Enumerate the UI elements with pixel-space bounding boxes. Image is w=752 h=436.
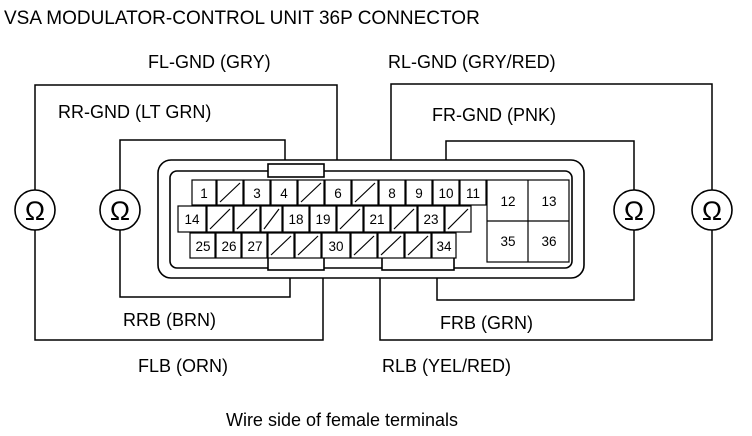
fl-gnd-wire <box>34 84 338 190</box>
pin-cell <box>459 179 487 206</box>
empty-pin-slash <box>300 182 322 203</box>
pin-labels: 1 3 4 6 8 9 10 11 14 18 19 21 23 25 26 2… <box>184 186 556 254</box>
wire-labels: FL-GND (GRY) RL-GND (GRY/RED) RR-GND (LT… <box>58 52 556 376</box>
pin-grid <box>177 179 570 263</box>
connector-top-tab <box>267 163 325 178</box>
empty-pin-slash <box>339 208 361 230</box>
pin-14-label: 14 <box>184 212 200 227</box>
ohm-icon: Ω <box>702 196 722 226</box>
empty-pin-slash <box>263 208 280 230</box>
pin-36-label: 36 <box>541 234 556 249</box>
empty-pin-slash <box>219 182 241 203</box>
fl-gnd-label: FL-GND (GRY) <box>148 52 271 72</box>
pin-21-label: 21 <box>369 212 384 227</box>
pin-6-label: 6 <box>334 186 342 201</box>
rl-gnd-label: RL-GND (GRY/RED) <box>388 52 556 72</box>
pin-cell <box>405 179 433 206</box>
fr-b-label: FRB (GRN) <box>440 313 533 333</box>
pin-19-label: 19 <box>315 212 330 227</box>
pin-cell <box>282 205 310 233</box>
rr-b-label: RRB (BRN) <box>123 310 216 330</box>
pin-30-label: 30 <box>328 239 343 254</box>
pin-cell <box>309 205 337 233</box>
pin-cell <box>417 205 445 233</box>
empty-pin-slash <box>393 208 415 230</box>
empty-pin-slash <box>447 208 469 230</box>
fl-b-wire <box>34 230 324 341</box>
rl-gnd-wire <box>390 83 713 190</box>
fr-gnd-label: FR-GND (PNK) <box>432 105 556 125</box>
pin-cell <box>189 232 216 259</box>
empty-pin-slash <box>380 235 402 256</box>
ohmmeter-left-inner <box>99 189 141 231</box>
pin-4-label: 4 <box>280 186 288 201</box>
pin-9-label: 9 <box>415 186 423 201</box>
pin-35-label: 35 <box>500 234 515 249</box>
empty-pin-slash <box>270 235 292 256</box>
pin-cell <box>215 232 242 259</box>
rl-b-label: RLB (YEL/RED) <box>382 356 511 376</box>
pin-cell <box>378 179 406 206</box>
pin-8-label: 8 <box>388 186 396 201</box>
ohm-icon: Ω <box>25 196 45 226</box>
pin-cell <box>431 232 457 259</box>
empty-pin-slash <box>297 235 319 256</box>
pin-cell <box>363 205 391 233</box>
ohm-icon: Ω <box>110 196 130 226</box>
pin-cell <box>243 179 271 206</box>
empty-pin-slash <box>236 208 258 230</box>
pin-18-label: 18 <box>288 212 303 227</box>
rl-b-wire <box>379 228 713 341</box>
ohmmeter-left-outer <box>14 189 56 231</box>
pin-11-label: 11 <box>466 186 480 201</box>
pin-25-label: 25 <box>195 239 210 254</box>
empty-pin-slash <box>354 182 376 203</box>
ohmmeters: Ω Ω Ω Ω <box>14 189 733 231</box>
pin-cell <box>241 232 268 259</box>
pin-13-label: 13 <box>541 194 556 209</box>
ohm-icon: Ω <box>624 196 644 226</box>
rr-gnd-label: RR-GND (LT GRN) <box>58 102 211 122</box>
empty-pin-slash <box>407 235 429 256</box>
pin-10-label: 10 <box>438 186 453 201</box>
ohmmeter-right-outer <box>691 189 733 231</box>
fl-b-label: FLB (ORN) <box>138 356 228 376</box>
ohmmeter-right-inner <box>613 189 655 231</box>
view-caption: Wire side of female terminals <box>226 410 458 430</box>
pin-cell <box>270 179 298 206</box>
empty-pin-slash <box>353 235 375 256</box>
pin-cell <box>432 179 460 206</box>
pin-12-label: 12 <box>500 194 515 209</box>
diagram-title: VSA MODULATOR-CONTROL UNIT 36P CONNECTOR <box>4 8 480 29</box>
pin-cell <box>324 179 352 206</box>
pin-cell <box>191 179 217 206</box>
pin-cell <box>321 232 351 259</box>
pin-3-label: 3 <box>253 186 261 201</box>
pin-23-label: 23 <box>423 212 438 227</box>
pin-cell <box>177 205 207 233</box>
empty-pin-slash <box>209 208 231 230</box>
pin-34-label: 34 <box>436 239 452 254</box>
pin-27-label: 27 <box>247 239 262 254</box>
pin-1-label: 1 <box>200 186 208 201</box>
pin-26-label: 26 <box>221 239 236 254</box>
